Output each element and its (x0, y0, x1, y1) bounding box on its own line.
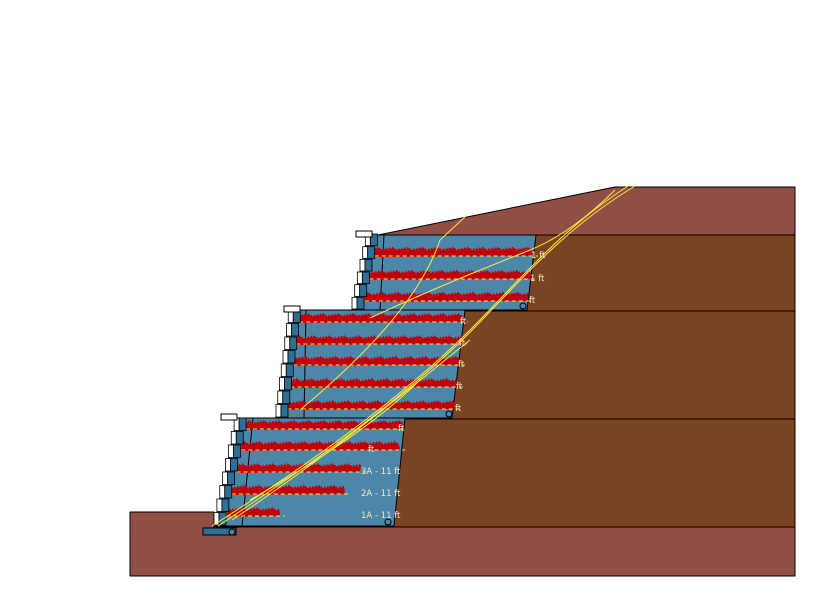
facing-block (359, 284, 368, 297)
geogrid-length-label: 1 ft (530, 274, 545, 284)
geogrid-layer (231, 484, 345, 495)
geogrid-layer (296, 334, 463, 345)
facing-block-front (351, 296, 358, 310)
geogrid-length-label: ft (458, 360, 465, 370)
facing-block (235, 431, 244, 445)
facing-block-front (279, 377, 285, 391)
facing-block-front (277, 390, 284, 404)
facing-block-front (216, 498, 223, 512)
facing-block (230, 458, 238, 472)
leveling-pad (202, 527, 237, 536)
geogrid-layer (293, 355, 461, 366)
slip-surfaces (211, 185, 636, 527)
geogrid-length-label: 1 ft (531, 251, 546, 261)
geogrid-layer (364, 291, 529, 302)
slip-surface (231, 339, 471, 521)
facing-block-front (222, 471, 229, 485)
anchor-pin (519, 302, 527, 310)
facing-block-front (286, 323, 292, 337)
anchor-pin (445, 410, 453, 418)
cap-block (283, 305, 301, 313)
facing-block (367, 246, 376, 259)
geogrid-layer (290, 377, 458, 388)
slip-surface (299, 215, 467, 411)
facing-block-front (275, 404, 282, 418)
middle-tier (275, 305, 468, 419)
facing-block-front (219, 485, 226, 499)
facing-block (280, 404, 289, 418)
facing-block (364, 258, 373, 272)
facing-block (282, 390, 291, 404)
geogrid-layer (287, 399, 455, 410)
geogrid-layer (369, 269, 531, 280)
geogrid-length-label: ft (456, 382, 463, 392)
facing-block-front (225, 458, 231, 472)
facing-block (221, 498, 230, 512)
geogrid-length-label: 1A - 11 ft (361, 511, 401, 521)
facing-block (284, 377, 292, 391)
facing-block-front (284, 336, 291, 350)
facing-block (361, 271, 370, 285)
facing-block-front (362, 246, 369, 259)
upper-backslope-soil (377, 186, 796, 236)
geogrid-layer (299, 312, 463, 323)
facing-block-front (282, 350, 289, 364)
facing-block-front (227, 444, 234, 458)
facing-block (232, 444, 241, 458)
geogrid-layer (241, 440, 400, 451)
facing-block-front (280, 363, 287, 377)
facing-block-front (359, 258, 366, 272)
facing-block (369, 233, 378, 247)
geogrid-length-label: ft (455, 404, 462, 414)
facing-block-front (354, 284, 361, 297)
slip-surface (369, 189, 616, 319)
facing-block (356, 296, 365, 310)
foundation-soil (129, 511, 796, 577)
cap-block (355, 230, 373, 238)
slip-surface (211, 185, 629, 527)
toe-anchor (228, 528, 236, 536)
geogrid-layer (374, 246, 533, 257)
facing-block (224, 485, 233, 499)
facing-block (291, 323, 299, 337)
facing-block (285, 363, 294, 377)
anchor-pin (384, 518, 392, 526)
geogrid-length-label: 3A - 11 ft (361, 467, 401, 477)
slip-surface (249, 379, 421, 501)
facing-block-front (356, 271, 363, 285)
geogrid-length-label: ft (459, 339, 466, 349)
facing-block (238, 417, 247, 431)
facing-block (227, 471, 236, 485)
geogrid-length-label: ft (529, 296, 536, 306)
facing-block-front (230, 431, 237, 445)
top-tier (351, 230, 538, 311)
geogrid-length-label: ft (460, 317, 467, 327)
geogrid-length-label: 2A - 11 ft (361, 489, 401, 499)
cap-block (220, 413, 238, 421)
geogrid-length-label: ft (368, 445, 375, 455)
facing-block (289, 336, 298, 350)
geogrid-length-label: ft (398, 424, 405, 434)
facing-block (287, 350, 296, 364)
